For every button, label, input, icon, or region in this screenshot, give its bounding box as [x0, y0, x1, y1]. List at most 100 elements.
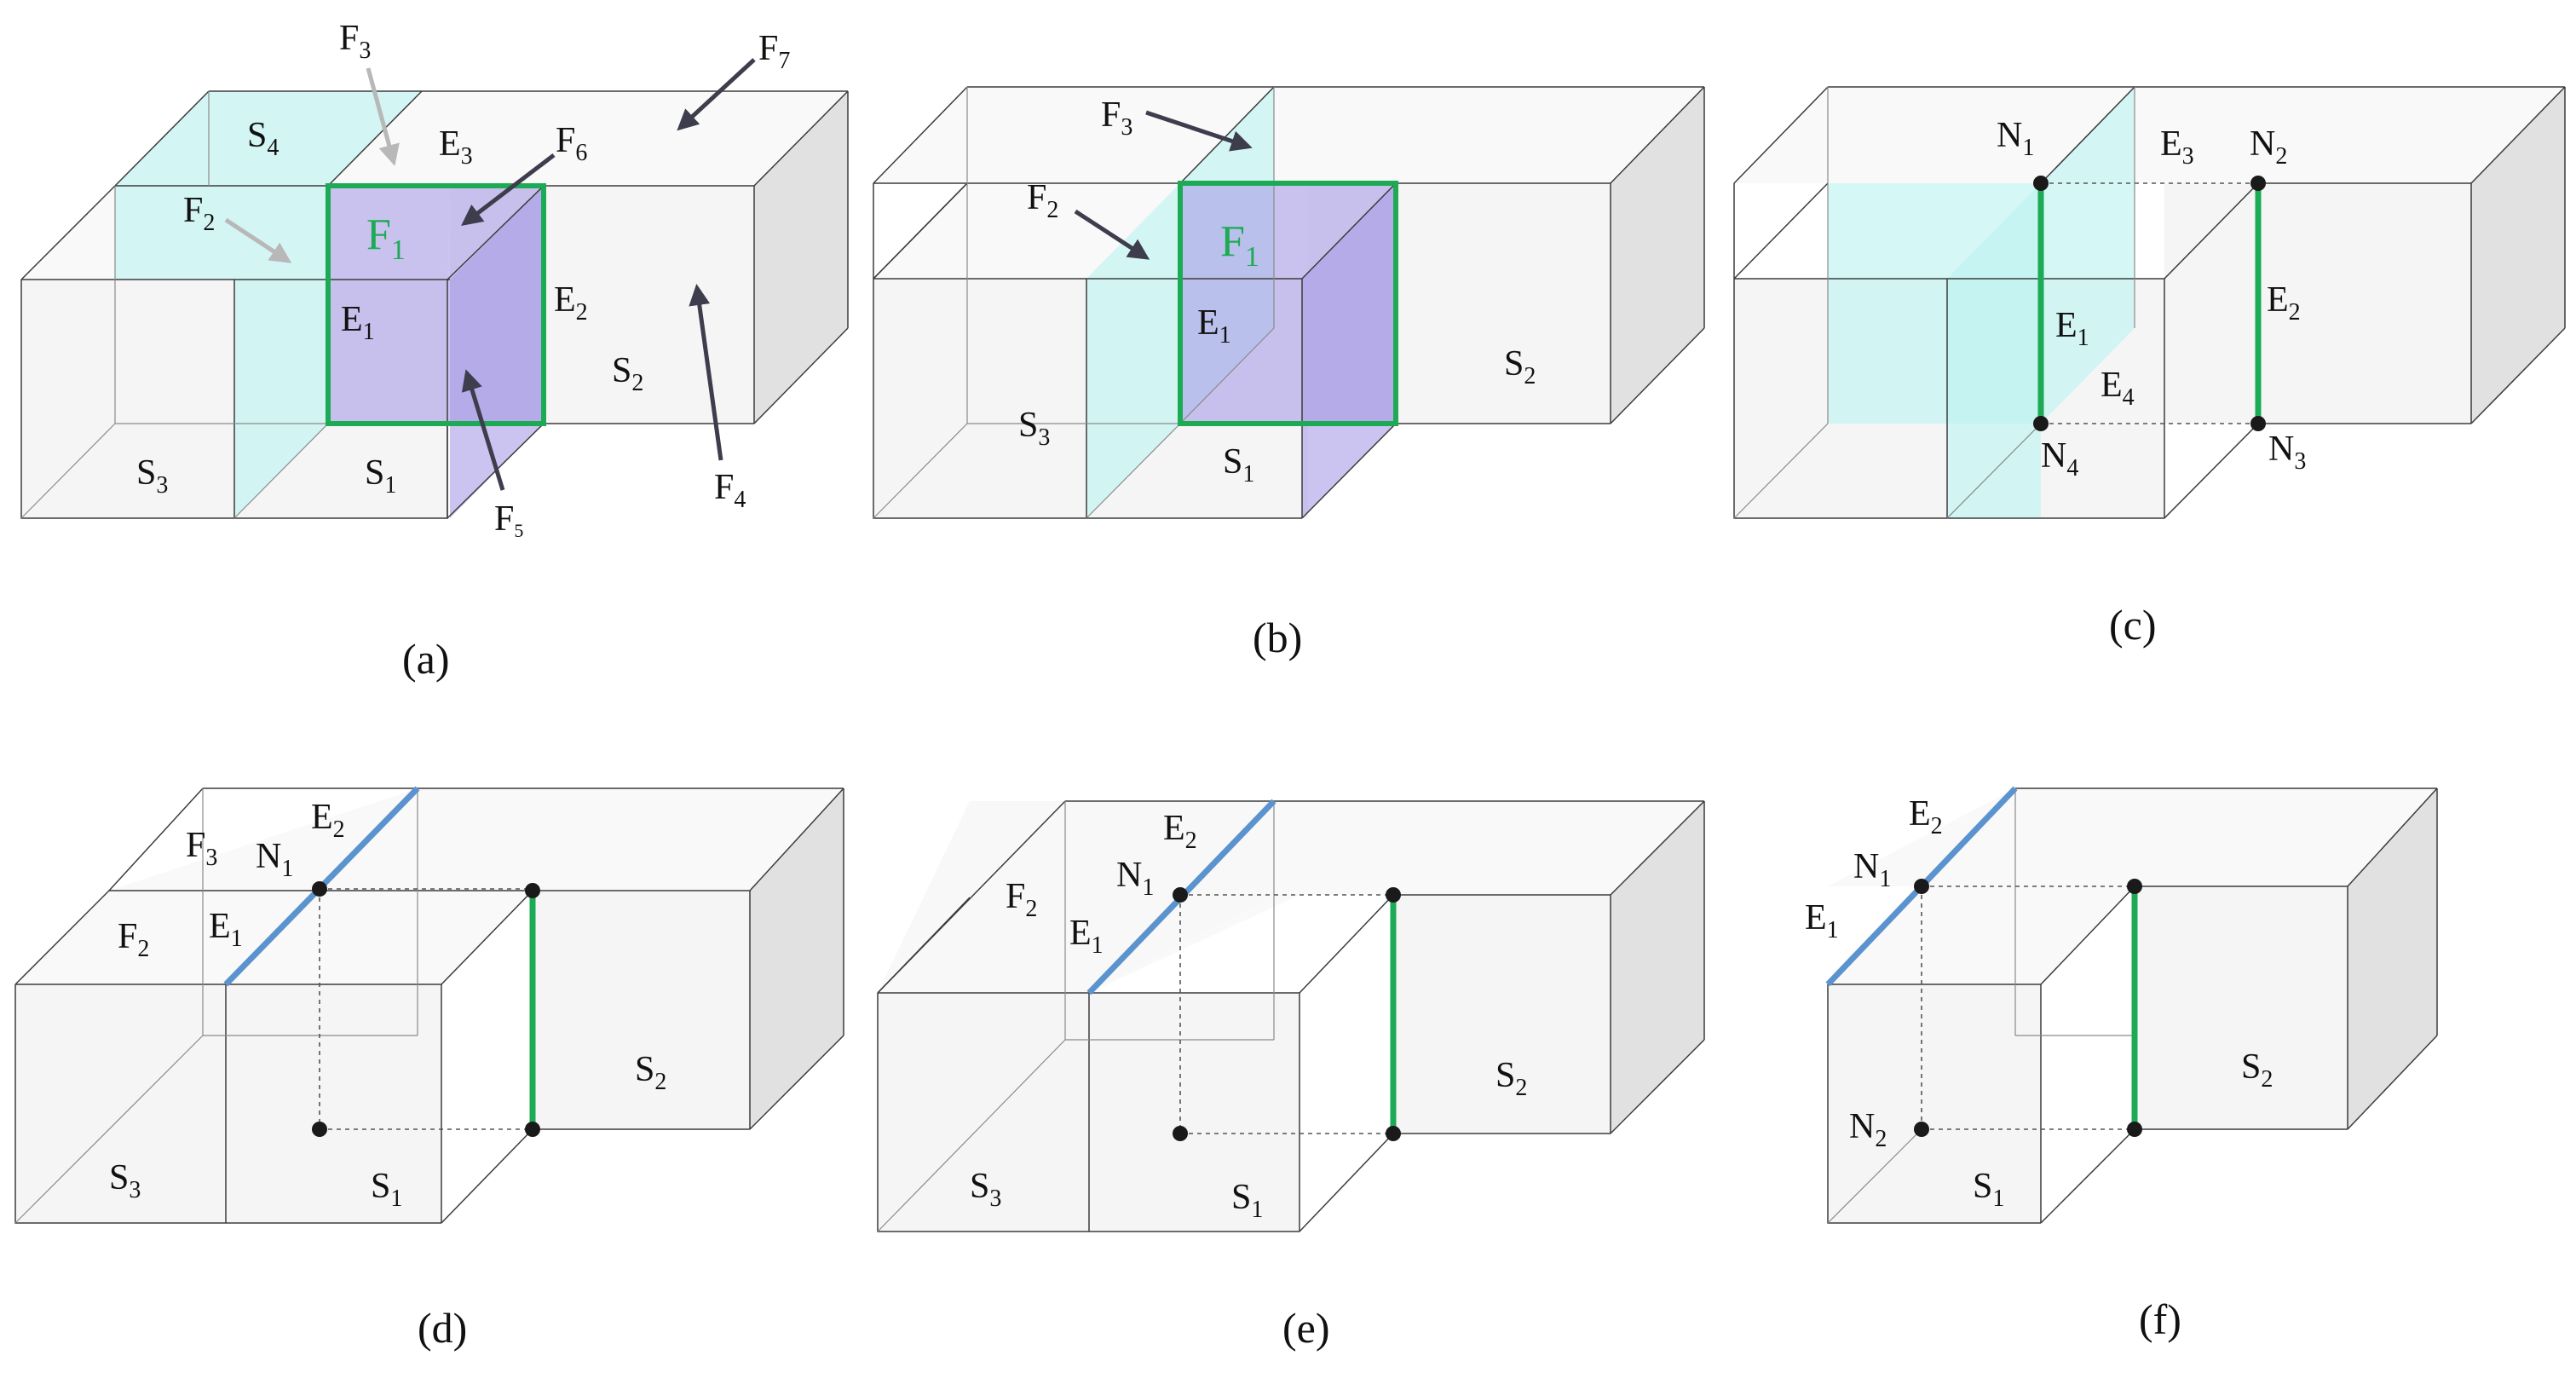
label-n2: N2 — [1849, 1107, 1887, 1152]
panel-d-box — [14, 786, 844, 1224]
f1-boundary — [1178, 181, 1398, 426]
node-n1 — [2033, 176, 2049, 191]
face-f5 — [450, 186, 544, 518]
arrow-f2 — [224, 217, 292, 263]
caption-d: (d) — [418, 1304, 467, 1352]
label-n1: N1 — [1997, 116, 2034, 161]
node-n4 — [2033, 416, 2049, 431]
label-n1: N1 — [1853, 847, 1891, 892]
label-s2: S2 — [2241, 1047, 2273, 1093]
label-f3: F3 — [339, 19, 371, 64]
node-top-right — [1386, 887, 1401, 903]
label-f2: F2 — [118, 917, 149, 962]
arrow-f4 — [689, 284, 723, 461]
arrow-f7 — [677, 58, 756, 131]
node-n1 — [312, 881, 327, 897]
caption-b: (b) — [1253, 614, 1302, 661]
label-f2: F2 — [183, 191, 215, 236]
panel-b: F3 F2 F1 E1 S2 S3 S1 (b) — [873, 86, 1705, 661]
label-f3: F3 — [1101, 95, 1132, 141]
label-e2: E2 — [1163, 809, 1197, 854]
label-s1: S1 — [365, 453, 396, 499]
label-s4: S4 — [247, 116, 279, 161]
label-n4: N4 — [2041, 436, 2078, 482]
arrow-f6 — [461, 153, 556, 227]
panel-f-labels: E2 N1 E1 N2 S2 S1 — [1805, 794, 2273, 1212]
node-bottom-right — [2127, 1122, 2142, 1137]
label-e1: E1 — [209, 907, 243, 952]
node-bottom-right — [525, 1122, 540, 1137]
label-e1: E1 — [2055, 306, 2089, 351]
label-f2: F2 — [1027, 178, 1058, 223]
label-s2: S2 — [1495, 1056, 1527, 1101]
face-f2 — [1086, 183, 1180, 518]
node-bottom-left — [1173, 1126, 1188, 1141]
panel-a: S4 F3 E3 F6 F7 F2 F1 E1 E2 S2 S3 S1 F4 F… — [20, 19, 849, 683]
label-s1: S1 — [1223, 442, 1254, 487]
label-s1: S1 — [371, 1167, 402, 1212]
label-n1: N1 — [1116, 856, 1154, 901]
face-f3 — [115, 91, 422, 186]
label-s3: S3 — [1018, 406, 1050, 451]
label-e3: E3 — [2160, 124, 2194, 170]
node-bottom-right — [1386, 1126, 1401, 1141]
panel-d-labels: E2 F3 N1 F2 E1 S2 S3 S1 — [109, 798, 666, 1212]
arrow-f5 — [461, 369, 505, 491]
label-f3: F3 — [186, 826, 217, 871]
label-s3: S3 — [136, 453, 168, 499]
label-e1: E1 — [341, 300, 375, 345]
arrow-f2 — [1074, 209, 1150, 260]
panel-a-box — [20, 90, 849, 519]
label-s1: S1 — [1231, 1178, 1263, 1223]
panel-e-box — [877, 799, 1705, 1232]
caption-a: (a) — [402, 635, 450, 683]
panel-c: N1 E3 N2 E1 E2 E4 N4 N3 (c) — [1733, 86, 2566, 649]
panel-f: E2 N1 E1 N2 S2 S1 (f) — [1805, 786, 2438, 1343]
label-n3: N3 — [2268, 430, 2306, 475]
label-f5: F5 — [494, 499, 523, 541]
label-n1: N1 — [256, 837, 293, 882]
label-f7: F7 — [758, 29, 790, 74]
node-n2 — [1914, 1122, 1929, 1137]
node-n1 — [1914, 879, 1929, 894]
node-top-right — [2127, 879, 2142, 894]
caption-f: (f) — [2139, 1295, 2181, 1343]
panel-f-box — [1825, 786, 2438, 1224]
label-s2: S2 — [612, 351, 643, 396]
label-s2: S2 — [635, 1050, 666, 1095]
panel-a-arrows — [224, 58, 756, 491]
node-n3 — [2250, 416, 2266, 431]
label-f6: F6 — [556, 121, 587, 166]
panel-e-labels: E2 N1 F2 E1 S2 S3 S1 — [970, 809, 1527, 1223]
label-e1: E1 — [1069, 914, 1104, 959]
f1-boundary — [326, 183, 546, 426]
label-s3: S3 — [109, 1158, 141, 1203]
label-f1: F1 — [1220, 217, 1259, 273]
label-e2: E2 — [554, 280, 588, 326]
label-e2: E2 — [2267, 280, 2301, 326]
node-top-right — [525, 883, 540, 898]
label-f1: F1 — [366, 211, 406, 266]
arrow-f3 — [1145, 110, 1253, 152]
label-e2: E2 — [1909, 794, 1943, 839]
node-bottom-left — [312, 1122, 327, 1137]
label-e3: E3 — [439, 124, 473, 170]
panel-e: E2 N1 F2 E1 S2 S3 S1 (e) — [877, 799, 1705, 1352]
arrow-f3 — [366, 67, 400, 166]
panel-b-labels: F3 F2 F1 E1 S2 S3 S1 — [1018, 95, 1536, 487]
label-f4: F4 — [714, 468, 746, 513]
panel-c-box — [1733, 86, 2566, 519]
face-f1-side — [1302, 183, 1396, 518]
panel-b-arrows — [1074, 110, 1253, 260]
label-n2: N2 — [2250, 124, 2287, 170]
caption-e: (e) — [1282, 1304, 1330, 1352]
node-n1 — [1173, 887, 1188, 903]
label-e1: E1 — [1805, 898, 1839, 943]
label-e4: E4 — [2101, 366, 2135, 411]
caption-c: (c) — [2109, 601, 2157, 649]
label-s2: S2 — [1504, 344, 1536, 389]
panel-c-labels: N1 E3 N2 E1 E2 E4 N4 N3 — [1997, 116, 2306, 482]
panel-a-labels: S4 F3 E3 F6 F7 F2 F1 E1 E2 S2 S3 S1 F4 F… — [136, 19, 790, 541]
face-f2 — [115, 186, 328, 518]
panel-b-box — [873, 86, 1705, 519]
